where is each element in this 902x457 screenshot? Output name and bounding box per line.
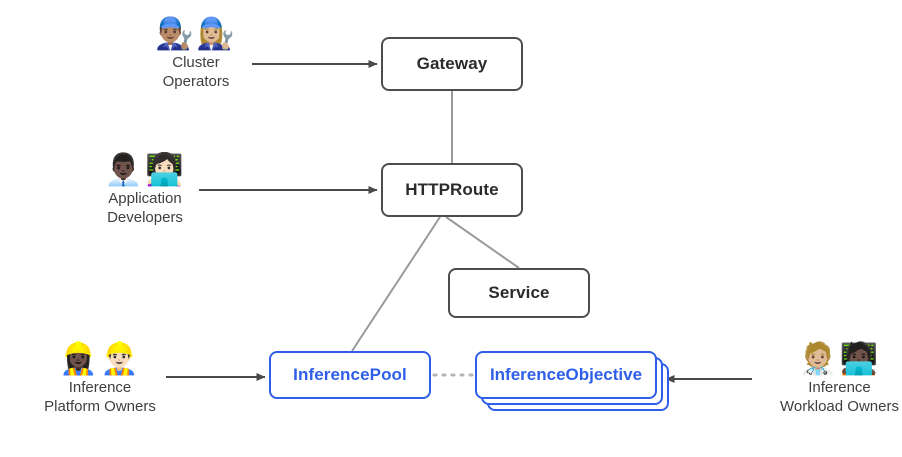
inference-workload-owners-icon: 🧑🏼‍⚕️🧑🏿‍💻	[798, 341, 881, 376]
node-inferenceobjective-stack[interactable]: InferenceObjective	[475, 351, 669, 411]
cluster-operators-icon: 👨🏽‍🔧👩🏼‍🔧	[155, 16, 237, 51]
persona-application-developers: 👨🏿‍💼👩🏻‍💻 Application Developers	[80, 152, 210, 227]
node-httproute-label: HTTPRoute	[405, 180, 499, 199]
node-service[interactable]: Service	[448, 268, 590, 318]
node-httproute[interactable]: HTTPRoute	[381, 163, 523, 217]
node-inferenceobjective[interactable]: InferenceObjective	[475, 351, 657, 399]
persona-inference-workload-owners: 🧑🏼‍⚕️🧑🏿‍💻 Inference Workload Owners	[757, 341, 902, 416]
node-gateway-label: Gateway	[416, 54, 488, 73]
cluster-operators-label: Cluster Operators	[162, 54, 230, 90]
application-developers-icon: 👨🏿‍💼👩🏻‍💻	[104, 152, 186, 187]
inference-platform-owners-label: Inference Platform Owners	[44, 379, 156, 415]
edge-httproute-inferencepool	[351, 216, 441, 352]
node-inferencepool[interactable]: InferencePool	[269, 351, 431, 399]
node-gateway[interactable]: Gateway	[381, 37, 523, 91]
persona-cluster-operators: 👨🏽‍🔧👩🏼‍🔧 Cluster Operators	[131, 16, 261, 91]
inference-workload-owners-label: Inference Workload Owners	[780, 379, 899, 415]
application-developers-label: Application Developers	[107, 190, 183, 226]
inference-platform-owners-icon: 👷🏿‍♀️👷🏻‍♂️	[59, 341, 141, 376]
node-inferencepool-label: InferencePool	[293, 365, 407, 384]
node-inferenceobjective-label: InferenceObjective	[489, 365, 643, 384]
edge-httproute-service	[445, 216, 520, 269]
node-service-label: Service	[488, 283, 550, 302]
persona-inference-platform-owners: 👷🏿‍♀️👷🏻‍♂️ Inference Platform Owners	[20, 341, 180, 416]
